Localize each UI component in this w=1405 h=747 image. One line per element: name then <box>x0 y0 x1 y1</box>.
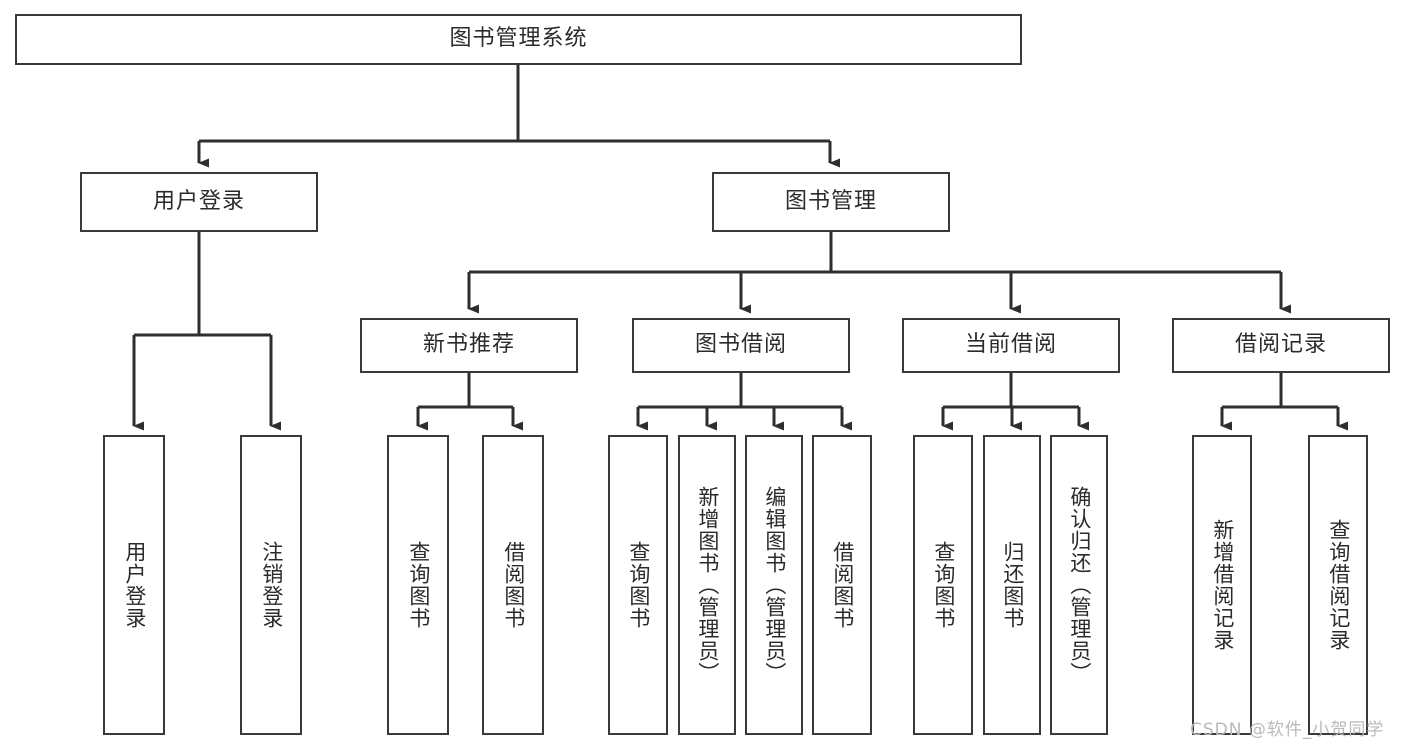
node-leaf-borrow-book[interactable]: 借阅图书 <box>812 435 872 735</box>
node-label: 图书管理 <box>784 188 877 214</box>
node-label: 当前借阅 <box>964 332 1057 358</box>
node-label: 编辑图书（管理员） <box>762 486 787 684</box>
node-label: 图书管理系统 <box>449 26 588 52</box>
node-label: 确认归还（管理员） <box>1067 486 1092 684</box>
node-leaf-add-book[interactable]: 新增图书（管理员） <box>678 435 736 735</box>
node-label: 查询图书 <box>931 541 956 629</box>
node-leaf-borrow-book-recommend[interactable]: 借阅图书 <box>482 435 544 735</box>
node-book-manage[interactable]: 图书管理 <box>712 172 950 232</box>
node-leaf-query-book-current[interactable]: 查询图书 <box>913 435 973 735</box>
node-label: 查询借阅记录 <box>1326 519 1351 651</box>
node-label: 新书推荐 <box>422 332 515 358</box>
node-label: 借阅记录 <box>1234 332 1327 358</box>
node-leaf-add-borrow-record[interactable]: 新增借阅记录 <box>1192 435 1252 735</box>
node-label: 新增借阅记录 <box>1210 519 1235 651</box>
node-leaf-query-borrow-record[interactable]: 查询借阅记录 <box>1308 435 1368 735</box>
node-label: 用户登录 <box>122 541 147 629</box>
node-leaf-user-logout[interactable]: 注销登录 <box>240 435 302 735</box>
node-new-book-recommend[interactable]: 新书推荐 <box>360 318 578 373</box>
node-label: 查询图书 <box>626 541 651 629</box>
node-leaf-edit-book[interactable]: 编辑图书（管理员） <box>745 435 803 735</box>
node-label: 图书借阅 <box>694 332 787 358</box>
node-label: 归还图书 <box>1000 541 1025 629</box>
node-leaf-confirm-return[interactable]: 确认归还（管理员） <box>1050 435 1108 735</box>
node-root[interactable]: 图书管理系统 <box>15 14 1022 65</box>
node-borrow-record[interactable]: 借阅记录 <box>1172 318 1390 373</box>
node-leaf-query-book-recommend[interactable]: 查询图书 <box>387 435 449 735</box>
node-label: 用户登录 <box>152 188 245 214</box>
node-leaf-return-book[interactable]: 归还图书 <box>983 435 1041 735</box>
node-user-login[interactable]: 用户登录 <box>80 172 318 232</box>
node-current-borrow[interactable]: 当前借阅 <box>902 318 1120 373</box>
node-leaf-query-book-borrow[interactable]: 查询图书 <box>608 435 668 735</box>
node-label: 借阅图书 <box>830 541 855 629</box>
node-label: 查询图书 <box>406 541 431 629</box>
node-leaf-user-login[interactable]: 用户登录 <box>103 435 165 735</box>
node-book-borrow[interactable]: 图书借阅 <box>632 318 850 373</box>
node-label: 注销登录 <box>259 541 284 629</box>
node-label: 新增图书（管理员） <box>695 486 720 684</box>
node-label: 借阅图书 <box>501 541 526 629</box>
csdn-watermark: CSDN @软件_小贺同学 <box>1190 720 1385 740</box>
